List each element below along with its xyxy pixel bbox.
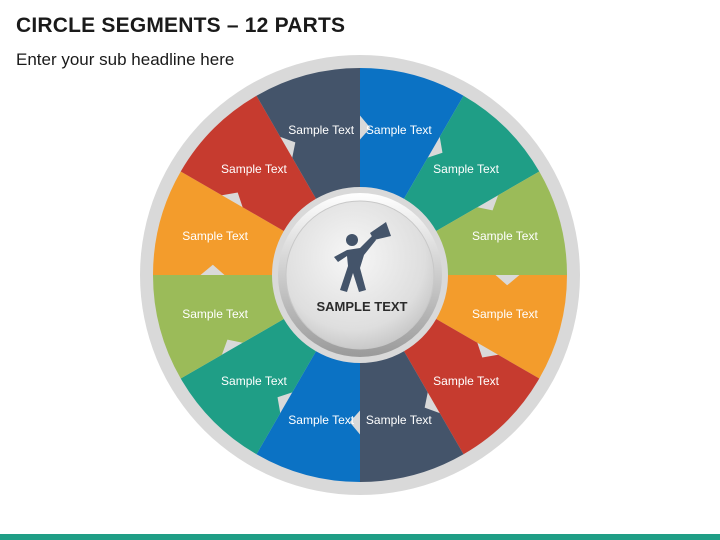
- segment-label-12: Sample Text: [288, 123, 354, 137]
- segment-1: [360, 68, 464, 199]
- segment-7: [256, 351, 360, 482]
- segment-label-1: Sample Text: [366, 123, 432, 137]
- segment-label-2: Sample Text: [433, 162, 499, 176]
- segment-8: [180, 319, 316, 455]
- segment-label-4: Sample Text: [472, 307, 538, 321]
- segment-label-3: Sample Text: [472, 229, 538, 243]
- segment-4: [436, 275, 567, 379]
- segment-12: [256, 68, 360, 199]
- segment-label-11: Sample Text: [221, 162, 287, 176]
- segment-label-5: Sample Text: [433, 374, 499, 388]
- segment-label-8: Sample Text: [221, 374, 287, 388]
- segment-label-9: Sample Text: [182, 307, 248, 321]
- segment-6: [360, 351, 464, 482]
- segment-2: [404, 95, 540, 231]
- bottom-accent-bar: [0, 534, 720, 540]
- page-title: CIRCLE SEGMENTS – 12 PARTS: [16, 14, 346, 37]
- segment-label-6: Sample Text: [366, 413, 432, 427]
- segments-group: [153, 68, 567, 482]
- segment-9: [153, 275, 284, 379]
- page-subtitle: Enter your sub headline here: [16, 50, 235, 69]
- segment-3: [436, 171, 567, 275]
- segment-11: [180, 95, 316, 231]
- segment-label-7: Sample Text: [288, 413, 354, 427]
- person-with-megaphone-icon: [334, 222, 391, 292]
- segment-label-10: Sample Text: [182, 229, 248, 243]
- segment-10: [153, 171, 284, 275]
- segment-5: [404, 319, 540, 455]
- center-label: SAMPLE TEXT: [316, 299, 407, 314]
